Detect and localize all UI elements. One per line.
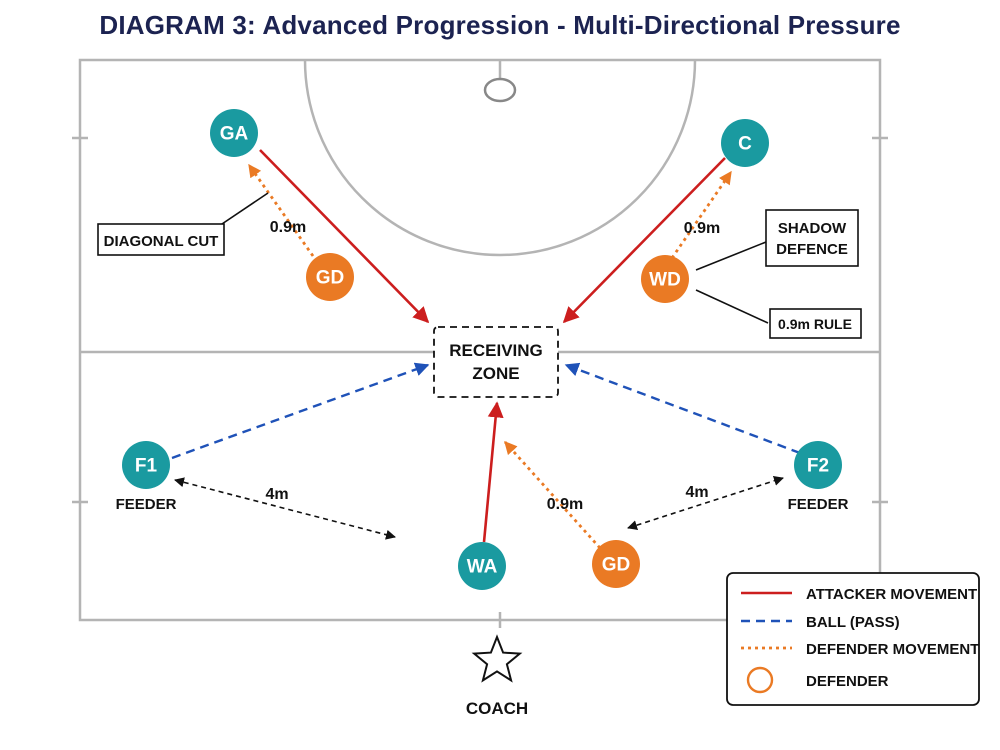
legend-label-ball-pass: BALL (PASS): [806, 614, 900, 631]
attacker-movement-c: [562, 157, 726, 324]
legend-label-defender-movement: DEFENDER MOVEMENT: [806, 641, 979, 658]
defender-movement-gd-bottom: [503, 441, 602, 549]
callout-box-shadow-defence: [765, 209, 859, 267]
callout-shadow-line2: DEFENCE: [776, 241, 848, 258]
attacker-circle: [794, 441, 842, 489]
defender-movement-gd-top: [247, 163, 315, 257]
callout-line-rule: [695, 289, 769, 324]
attacker-circle: [458, 542, 506, 590]
ball-pass-f2: [564, 362, 801, 455]
receiving-zone-label-line2: ZONE: [472, 364, 519, 383]
receiving-zone-box: [433, 326, 559, 398]
goal-ring: [483, 77, 517, 103]
attacker-movement-ga: [259, 149, 430, 324]
legend-box: [726, 572, 980, 706]
distance-label-left-top: 0.9m: [270, 219, 306, 236]
callout-shadow-line1: SHADOW: [778, 220, 847, 237]
distance-label-right-bottom: 4m: [685, 484, 708, 501]
court: [72, 58, 888, 628]
legend: ATTACKER MOVEMENT BALL (PASS) DEFENDER M…: [726, 572, 980, 706]
defender-circle: [592, 540, 640, 588]
attacker-movement-wa: [482, 401, 504, 543]
callout-rule: 0.9m RULE: [769, 308, 862, 339]
legend-swatch-defender: [746, 666, 774, 694]
callout-diagonal-cut-text: DIAGONAL CUT: [104, 233, 219, 250]
goal-circle: [303, 59, 697, 257]
defender-circle: [641, 255, 689, 303]
defender-circle: [306, 253, 354, 301]
court-boundary: [78, 58, 882, 622]
role-label-feeder: FEEDER: [788, 496, 849, 513]
legend-label-attacker-movement: ATTACKER MOVEMENT: [806, 586, 977, 603]
player-wa: WA: [458, 542, 506, 590]
receiving-zone-label-line1: RECEIVING: [449, 341, 543, 360]
player-label: GD: [602, 555, 631, 576]
distance-label-bottom: 0.9m: [547, 496, 583, 513]
coach-label: COACH: [466, 699, 528, 718]
player-label: GA: [220, 124, 249, 145]
player-label: WD: [649, 270, 681, 291]
attacker-circle: [721, 119, 769, 167]
callout-line-diagonal-cut: [215, 192, 269, 229]
callout-line-shadow-defence: [695, 241, 767, 271]
attacker-circle: [210, 109, 258, 157]
attacker-circle: [122, 441, 170, 489]
player-label: F2: [807, 456, 829, 477]
distance-arrow-right: [627, 476, 784, 530]
player-f1: F1 FEEDER: [116, 441, 177, 513]
distance-label-left-bottom: 4m: [265, 486, 288, 503]
player-f2: F2 FEEDER: [788, 441, 849, 513]
distance-arrow-left: [174, 477, 396, 540]
callout-box-rule: [769, 308, 862, 339]
distance-label-right-top: 0.9m: [684, 220, 720, 237]
ball-pass-f1: [171, 362, 430, 460]
player-label: WA: [467, 557, 498, 578]
player-ga: GA: [210, 109, 258, 157]
player-label: F1: [135, 456, 158, 477]
player-wd: WD: [641, 255, 689, 303]
role-label-feeder: FEEDER: [116, 496, 177, 513]
player-c: C: [721, 119, 769, 167]
callout-shadow-defence: SHADOW DEFENCE: [765, 209, 859, 267]
diagram-title: DIAGRAM 3: Advanced Progression - Multi-…: [99, 10, 901, 40]
player-gd-bottom: GD: [592, 540, 640, 588]
callout-rule-text: 0.9m RULE: [778, 316, 852, 332]
star-icon: [471, 634, 523, 683]
receiving-zone: RECEIVING ZONE: [433, 326, 559, 398]
player-label: C: [738, 134, 752, 155]
defender-movement-wd: [670, 170, 733, 259]
legend-label-defender: DEFENDER: [806, 673, 889, 690]
coach: COACH: [466, 634, 528, 718]
player-gd-top: GD: [306, 253, 354, 301]
player-label: GD: [316, 268, 345, 289]
callout-box-diagonal-cut: [97, 223, 225, 256]
callout-diagonal-cut: DIAGONAL CUT: [97, 223, 225, 256]
